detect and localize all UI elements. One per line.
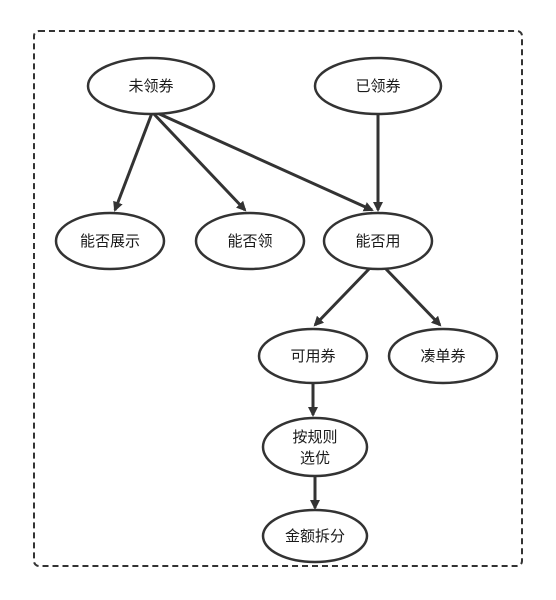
edge-notclaimed-to-candisplay	[113, 112, 154, 212]
edge-canuse-to-usable	[313, 266, 372, 327]
node-claimed-label: 已领券	[355, 77, 400, 95]
dashed-boundary	[33, 30, 523, 567]
node-can-display: 能否展示	[54, 211, 166, 271]
node-can-use-label: 能否用	[355, 232, 400, 250]
edge-canuse-to-combo	[383, 266, 442, 327]
node-amount-split-label: 金额拆分	[285, 527, 345, 545]
node-can-use: 能否用	[322, 211, 434, 271]
node-not-claimed-label: 未领券	[128, 77, 173, 95]
node-can-display-label: 能否展示	[80, 232, 140, 250]
edges	[113, 110, 442, 510]
node-not-claimed: 未领券	[86, 56, 216, 116]
node-select-line2: 选优	[300, 449, 330, 467]
node-select-by-rule: 按规则 选优	[261, 416, 369, 478]
node-combo: 凑单券	[387, 327, 499, 385]
edge-notclaimed-to-canuse	[154, 110, 374, 212]
node-can-claim-label: 能否领	[227, 232, 272, 250]
node-usable: 可用券	[257, 327, 369, 385]
node-can-claim: 能否领	[194, 211, 306, 271]
node-combo-label: 凑单券	[420, 347, 465, 365]
node-claimed: 已领券	[313, 56, 443, 116]
node-usable-label: 可用券	[290, 347, 335, 365]
node-amount-split: 金额拆分	[261, 508, 369, 564]
node-select-line1: 按规则	[292, 428, 337, 446]
edge-notclaimed-to-canclaim	[151, 111, 247, 212]
